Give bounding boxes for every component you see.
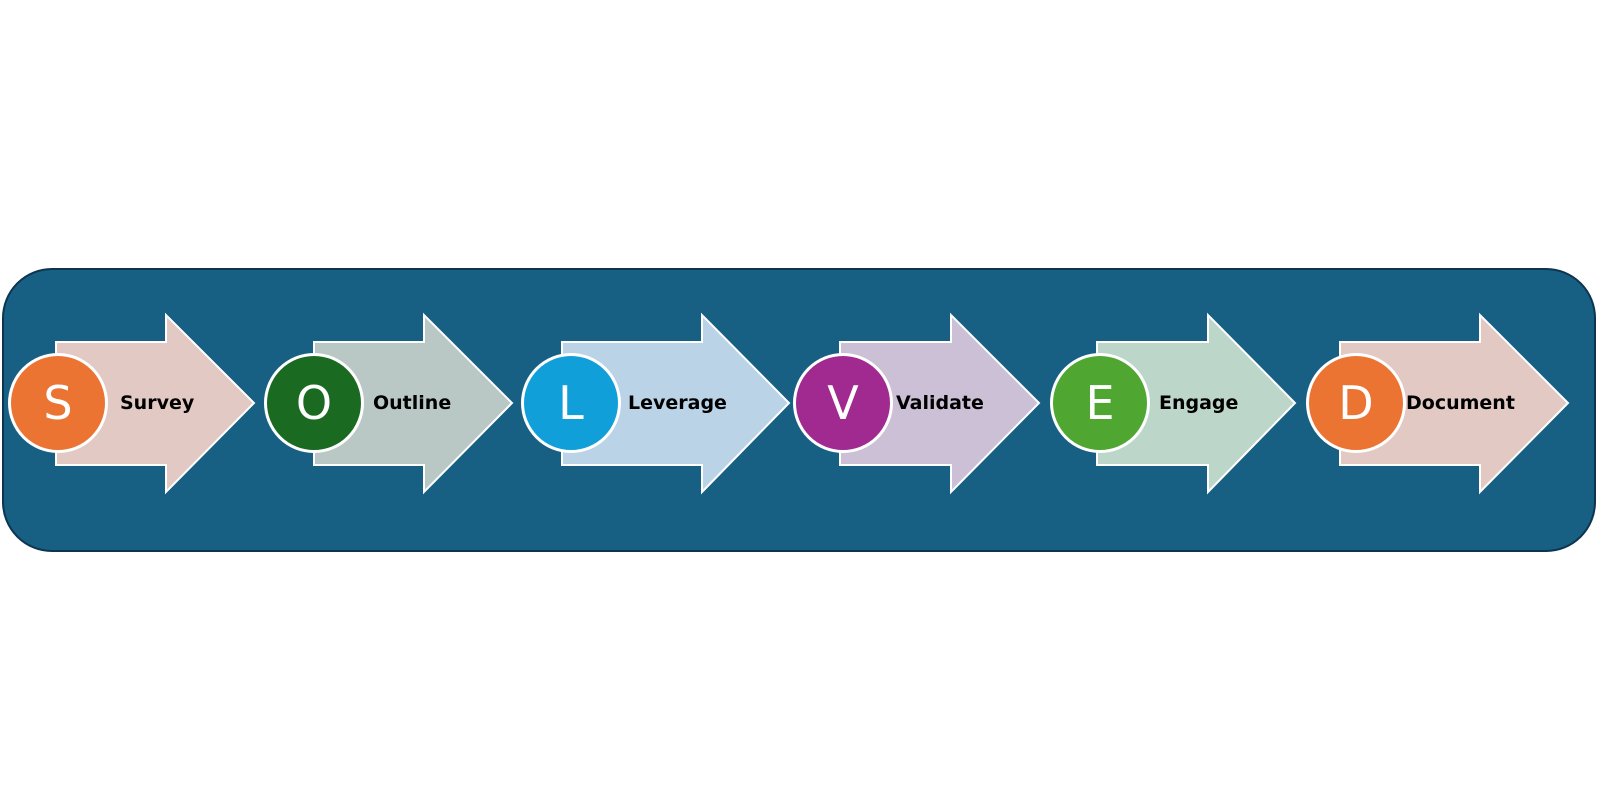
step-badge-e: E — [1050, 353, 1150, 453]
step-letter: D — [1338, 376, 1374, 430]
step-label-engage: Engage — [1159, 392, 1239, 414]
step-badge-d: D — [1306, 353, 1406, 453]
step-letter: O — [295, 376, 333, 430]
step-arrow-engage — [1096, 312, 1297, 495]
step-arrow-outline — [313, 312, 514, 495]
step-badge-v: V — [793, 353, 893, 453]
step-letter: L — [558, 376, 584, 430]
step-label-document: Document — [1406, 392, 1515, 414]
step-label-outline: Outline — [373, 392, 452, 414]
step-arrow-validate — [839, 312, 1041, 495]
step-badge-l: L — [521, 353, 621, 453]
step-arrow-document — [1339, 312, 1570, 495]
step-letter: S — [43, 376, 73, 430]
step-badge-o: O — [264, 353, 364, 453]
step-label-leverage: Leverage — [628, 392, 727, 414]
step-arrow-survey — [55, 312, 256, 495]
step-label-survey: Survey — [120, 392, 195, 414]
step-badge-s: S — [8, 353, 108, 453]
step-label-validate: Validate — [896, 392, 984, 414]
step-arrow-leverage — [561, 312, 791, 495]
step-letter: E — [1085, 376, 1115, 430]
step-letter: V — [827, 376, 859, 430]
